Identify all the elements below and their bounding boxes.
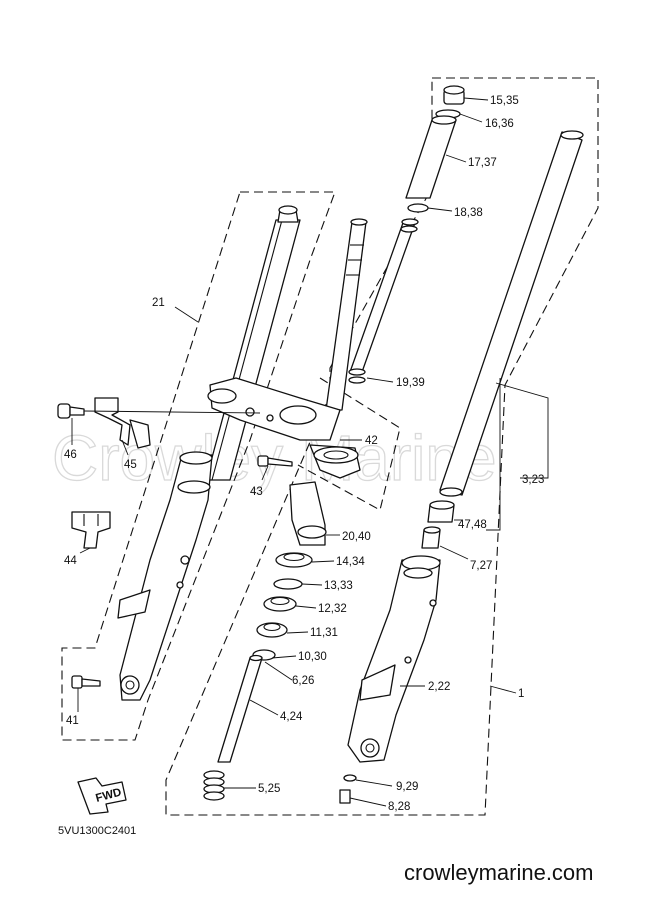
- bolt-41: [71, 675, 101, 689]
- callout-13-33: 13,33: [324, 580, 353, 592]
- callout-15-35: 15,35: [490, 95, 519, 107]
- bearing-stack: [252, 552, 313, 661]
- steering-stem-crown: [207, 218, 368, 441]
- assembly-1-boundary: [165, 77, 599, 816]
- callout-10-30: 10,30: [298, 651, 327, 663]
- bracket-42-boundary: [297, 377, 401, 511]
- callout-19-39: 19,39: [396, 377, 425, 389]
- left-fork-assembly: [117, 205, 301, 701]
- spring-5-25: [203, 770, 225, 801]
- bolt-43: [257, 455, 293, 467]
- callout-1: 1: [518, 688, 524, 700]
- watermark-text: Crowley Marine: [52, 422, 497, 494]
- callout-12-32: 12,32: [318, 603, 347, 615]
- callout-5-25: 5,25: [258, 783, 280, 795]
- callout-16-36: 16,36: [485, 118, 514, 130]
- callout-7-27: 7,27: [470, 560, 492, 572]
- website-link[interactable]: crowleymarine.com: [404, 860, 594, 885]
- callout-43: 43: [250, 486, 263, 498]
- callout-11-31: 11,31: [310, 627, 338, 639]
- fwd-direction-arrow: FWD: [77, 777, 127, 815]
- clamp-44: [71, 511, 111, 549]
- bolt-46: [57, 403, 85, 419]
- callout-42: 42: [365, 435, 378, 447]
- callout-46: 46: [64, 449, 77, 461]
- right-fork-assembly: [339, 85, 584, 804]
- callout-2-22: 2,22: [428, 681, 450, 693]
- callout-6-26: 6,26: [292, 675, 314, 687]
- callout-3-23: 3,23: [522, 474, 544, 486]
- callout-17-37: 17,37: [468, 157, 497, 169]
- callout-8-28: 8,28: [388, 801, 410, 813]
- callout-18-38: 18,38: [454, 207, 483, 219]
- diagram-code: 5VU1300C2401: [58, 825, 136, 837]
- callout-9-29: 9,29: [396, 781, 418, 793]
- assembly-21-boundary: [61, 191, 336, 741]
- hose-guide-45: [94, 397, 151, 449]
- callout-14-34: 14,34: [336, 556, 365, 568]
- callout-4-24: 4,24: [280, 711, 303, 723]
- callout-44: 44: [64, 555, 77, 567]
- callout-20-40: 20,40: [342, 531, 371, 543]
- callout-45: 45: [124, 459, 137, 471]
- damper-rod: [217, 654, 263, 763]
- bracket-42: [309, 444, 361, 479]
- leader-lines: [71, 97, 549, 807]
- callout-41: 41: [66, 715, 79, 727]
- callout-47-48: 47,48: [458, 519, 487, 531]
- callout-21: 21: [152, 297, 165, 309]
- under-bracket-20-40: [289, 481, 327, 546]
